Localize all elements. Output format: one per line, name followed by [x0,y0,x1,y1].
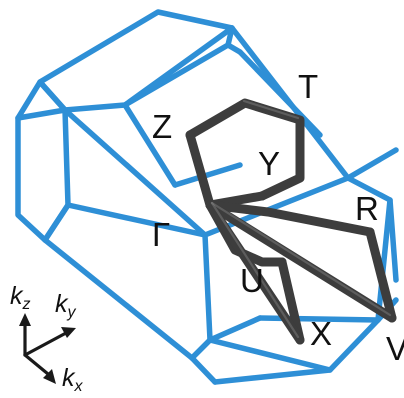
axis-kz-arrowhead [19,313,31,326]
axis-kx-arrowhead [43,369,56,384]
zone-edge-mid-1 [65,202,208,238]
path-highlight-3 [242,99,300,120]
zone-edge-upper-long-1 [62,107,208,238]
zone-edge-lower-long-3 [257,315,381,323]
path-segment-gamma-r [205,200,375,237]
axis-label-ky: ky [55,290,77,321]
path-segment-gamma-v [205,200,397,323]
axes-triad: kz ky kx [10,282,84,395]
label-u: U [240,262,264,299]
label-r: R [355,190,379,227]
axis-ky-arrowhead [61,327,76,338]
zone-edge-mid-2 [122,102,178,188]
zone-edge-front-inner-1 [189,337,213,361]
zone-edge-lower-long-1 [42,237,195,361]
zone-edge-top-inner [122,25,235,108]
label-x: X [310,315,332,352]
path-segment-u-x [277,257,305,345]
label-z: Z [152,108,172,145]
k-path [185,98,397,345]
label-gamma: Γ [152,216,170,253]
path-highlight-2 [210,201,300,339]
label-v: V [386,330,404,367]
zone-edge-front-inner-3 [212,367,333,385]
zone-edge-upper-long-3 [237,49,323,138]
zone-edge-lower-long-2 [207,315,263,343]
zone-edge-left-upper [15,107,68,121]
path-segment-r-v [365,227,397,323]
zone-edge-mid-3 [172,162,243,188]
zone-edge-right-3 [345,147,399,181]
zone-edge-left-lower [42,202,71,243]
point-labels: Z T Y Γ R U X V [152,68,404,367]
axis-kx-line [23,353,50,376]
path-segment-z-top [185,98,305,201]
path-segment-gamma-x [205,200,305,345]
zone-edge-front-inner-2 [189,355,218,385]
zone-edge-right-1 [387,197,399,283]
axis-label-kx: kx [62,364,84,395]
axis-ky-line [23,331,68,357]
path-segment-z-gamma [185,130,215,210]
path-highlight-1 [210,201,392,317]
label-t: T [298,68,318,105]
axis-label-kz: kz [10,282,31,313]
label-y: Y [258,145,280,182]
